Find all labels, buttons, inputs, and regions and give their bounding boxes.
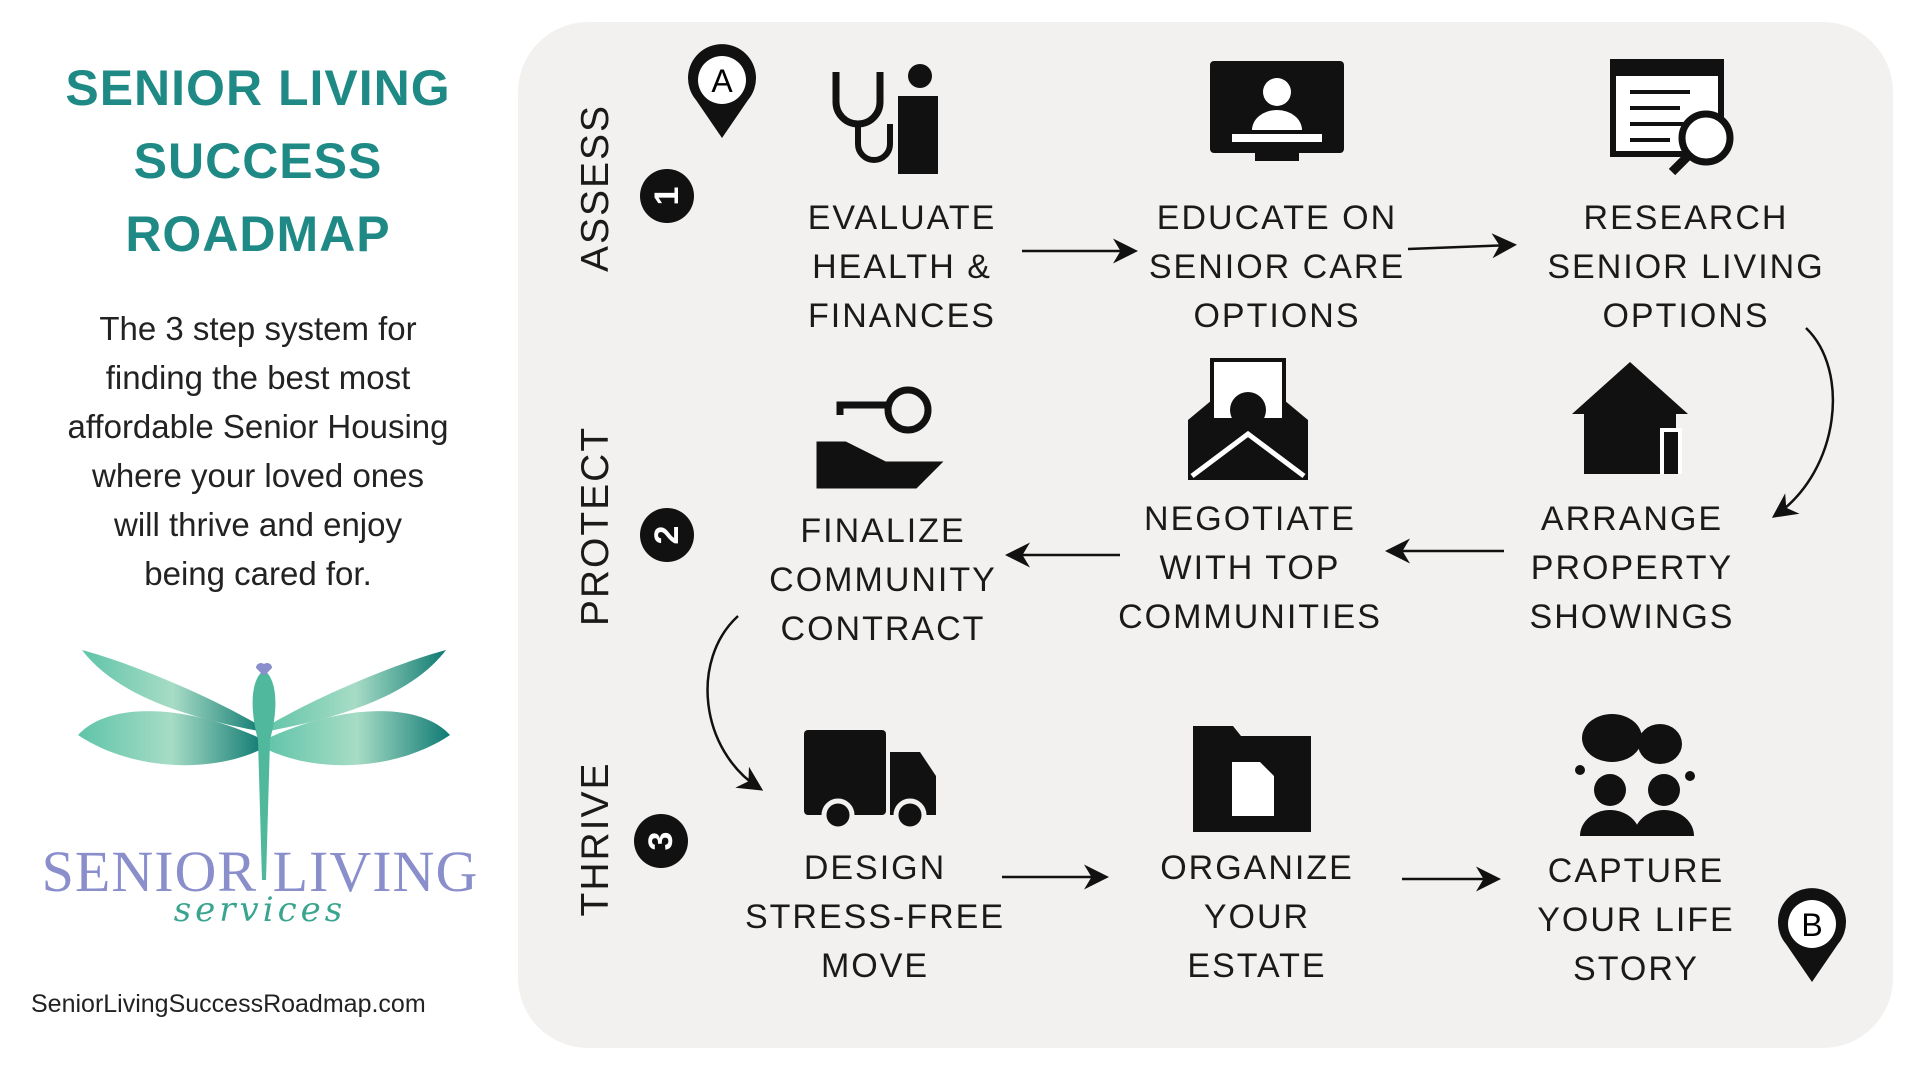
page-title: SENIOR LIVING SUCCESS ROADMAP	[18, 52, 498, 271]
description-line: where your loved ones	[91, 457, 425, 494]
step-text-line: DESIGN	[803, 849, 947, 887]
step-capture: CAPTURE YOUR LIFE STORY	[1486, 847, 1786, 994]
step-text-line: SENIOR LIVING	[1547, 248, 1825, 286]
step-text-line: ARRANGE	[1540, 500, 1724, 538]
title-line: SUCCESS	[133, 133, 383, 189]
phase-number-1: 1	[640, 169, 694, 223]
step-negotiate: NEGOTIATE WITH TOP COMMUNITIES	[1100, 495, 1400, 642]
phase-label-thrive: THRIVE	[574, 761, 617, 917]
step-text-line: EVALUATE	[807, 199, 997, 237]
step-design: DESIGN STRESS-FREE MOVE	[725, 844, 1025, 991]
step-text-line: FINANCES	[808, 297, 996, 335]
step-text-line: EDUCATE ON	[1156, 199, 1398, 237]
step-text-line: STORY	[1573, 950, 1699, 988]
phase-number-2: 2	[640, 508, 694, 562]
description-line: finding the best most	[105, 359, 411, 396]
step-evaluate: EVALUATE HEALTH & FINANCES	[752, 194, 1052, 341]
step-text-line: HEALTH &	[812, 248, 992, 286]
website-link[interactable]: SeniorLivingSuccessRoadmap.com	[31, 990, 426, 1018]
step-research: RESEARCH SENIOR LIVING OPTIONS	[1536, 194, 1836, 341]
roadmap-panel	[518, 22, 1893, 1048]
title-line: SENIOR LIVING	[65, 60, 451, 116]
phase-label-protect: PROTECT	[574, 425, 617, 627]
phase-label-assess: ASSESS	[574, 103, 617, 273]
step-text-line: MOVE	[820, 947, 930, 985]
step-organize: ORGANIZE YOUR ESTATE	[1107, 844, 1407, 991]
step-text-line: FINALIZE	[800, 512, 966, 550]
phase-number-3: 3	[634, 814, 688, 868]
step-text-line: YOUR	[1203, 898, 1311, 936]
description-line: being cared for.	[144, 555, 372, 592]
step-text-line: ORGANIZE	[1160, 849, 1354, 887]
step-text-line: CONTRACT	[780, 610, 986, 648]
step-text-line: COMMUNITIES	[1118, 598, 1382, 636]
description: The 3 step system for finding the best m…	[18, 304, 498, 598]
step-text-line: RESEARCH	[1583, 199, 1789, 237]
description-line: will thrive and enjoy	[114, 506, 402, 543]
step-text-line: SHOWINGS	[1529, 598, 1735, 636]
step-text-line: WITH TOP	[1159, 549, 1341, 587]
logo-tagline: services	[173, 890, 347, 930]
step-text-line: STRESS-FREE	[744, 898, 1006, 936]
dragonfly-logo-icon	[78, 650, 450, 880]
description-line: affordable Senior Housing	[67, 408, 449, 445]
logo-name: SENIOR LIVING	[41, 839, 479, 904]
step-text-line: PROPERTY	[1530, 549, 1734, 587]
step-text-line: OPTIONS	[1193, 297, 1361, 335]
description-line: The 3 step system for	[99, 310, 417, 347]
step-text-line: NEGOTIATE	[1144, 500, 1356, 538]
step-text-line: YOUR LIFE	[1537, 901, 1735, 939]
title-line: ROADMAP	[125, 206, 391, 262]
step-finalize: FINALIZE COMMUNITY CONTRACT	[733, 507, 1033, 654]
step-text-line: ESTATE	[1187, 947, 1327, 985]
step-text-line: COMMUNITY	[769, 561, 997, 599]
step-text-line: SENIOR CARE	[1148, 248, 1406, 286]
step-text-line: OPTIONS	[1602, 297, 1770, 335]
step-educate: EDUCATE ON SENIOR CARE OPTIONS	[1127, 194, 1427, 341]
step-text-line: CAPTURE	[1547, 852, 1725, 890]
step-arrange: ARRANGE PROPERTY SHOWINGS	[1482, 495, 1782, 642]
